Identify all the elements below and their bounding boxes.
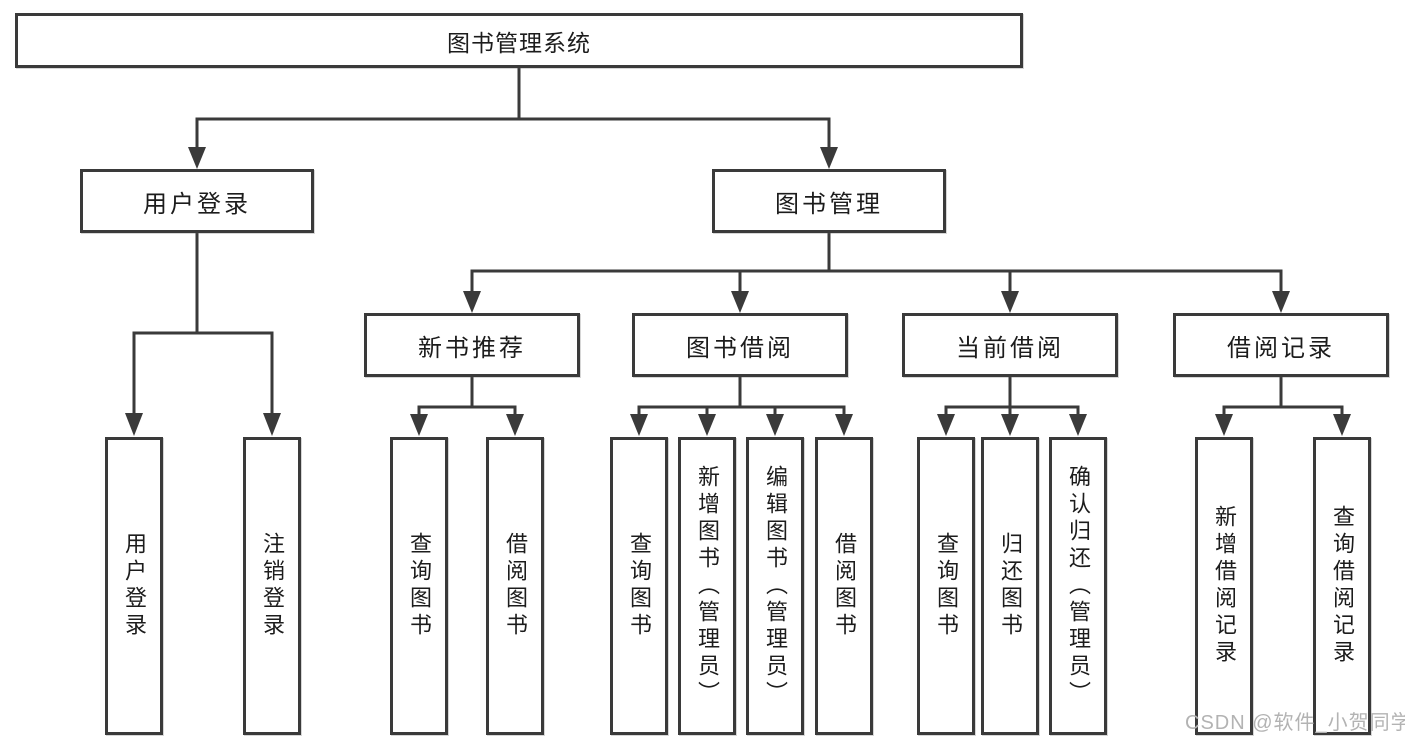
node-user-login-label: 用户登录 xyxy=(143,190,251,218)
node-new-book-recommendation: 新书推荐 xyxy=(364,313,580,377)
csdn-watermark: CSDN @软件_小贺同学 xyxy=(1185,712,1405,734)
leaf-query-books-current: 查询图书 xyxy=(917,437,975,735)
leaf-query-borrow-record: 查询借阅记录 xyxy=(1313,437,1371,735)
leaf-label: 编辑图书（管理员） xyxy=(763,464,788,708)
node-book-borrowing: 图书借阅 xyxy=(632,313,848,377)
leaf-query-books-recommend: 查询图书 xyxy=(390,437,448,735)
leaf-label: 注销登录 xyxy=(260,532,285,640)
leaf-user-login: 用户登录 xyxy=(105,437,163,735)
leaf-logout: 注销登录 xyxy=(243,437,301,735)
leaf-confirm-return-admin: 确认归还（管理员） xyxy=(1049,437,1107,735)
leaf-label: 查询图书 xyxy=(627,532,652,640)
leaf-borrow-books-borrowing: 借阅图书 xyxy=(815,437,873,735)
node-book-borrowing-label: 图书借阅 xyxy=(686,334,794,362)
leaf-label: 查询图书 xyxy=(934,532,959,640)
node-book-management-label: 图书管理 xyxy=(775,190,883,218)
leaf-label: 用户登录 xyxy=(122,532,147,640)
leaf-label: 借阅图书 xyxy=(503,532,528,640)
node-root: 图书管理系统 xyxy=(15,13,1023,68)
node-root-label: 图书管理系统 xyxy=(447,29,591,56)
node-new-book-recommendation-label: 新书推荐 xyxy=(418,334,526,362)
leaf-borrow-books-recommend: 借阅图书 xyxy=(486,437,544,735)
node-user-login: 用户登录 xyxy=(80,169,314,233)
leaf-label: 确认归还（管理员） xyxy=(1066,464,1091,708)
leaf-label: 新增图书（管理员） xyxy=(695,464,720,708)
leaf-label: 归还图书 xyxy=(998,532,1023,640)
leaf-label: 借阅图书 xyxy=(832,532,857,640)
leaf-return-books: 归还图书 xyxy=(981,437,1039,735)
leaf-add-borrow-record: 新增借阅记录 xyxy=(1195,437,1253,735)
node-current-borrowing: 当前借阅 xyxy=(902,313,1118,377)
node-borrowing-records-label: 借阅记录 xyxy=(1227,334,1335,362)
leaf-label: 查询图书 xyxy=(407,532,432,640)
leaf-label: 新增借阅记录 xyxy=(1212,505,1237,667)
node-book-management: 图书管理 xyxy=(712,169,946,233)
leaf-add-book-admin: 新增图书（管理员） xyxy=(678,437,736,735)
leaf-edit-book-admin: 编辑图书（管理员） xyxy=(746,437,804,735)
leaf-label: 查询借阅记录 xyxy=(1330,505,1355,667)
leaf-query-books-borrowing: 查询图书 xyxy=(610,437,668,735)
node-borrowing-records: 借阅记录 xyxy=(1173,313,1389,377)
node-current-borrowing-label: 当前借阅 xyxy=(956,334,1064,362)
